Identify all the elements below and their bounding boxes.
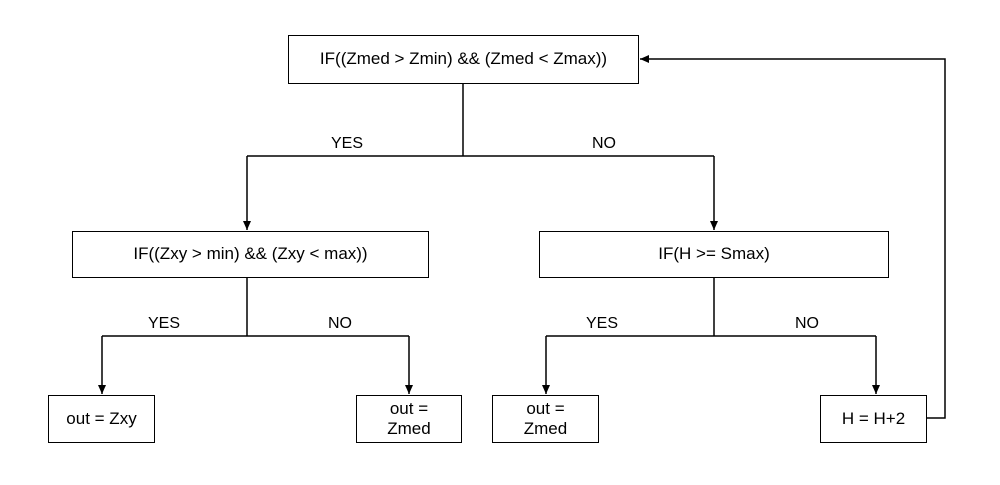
output-zmed-left: out = Zmed <box>356 395 462 443</box>
decision-right-text: IF(H >= Smax) <box>658 244 770 264</box>
output-zmed-right-line2: Zmed <box>523 419 568 438</box>
edge-label-left-no: NO <box>328 315 352 332</box>
output-zmed-right-line1: out = <box>526 398 565 418</box>
decision-root: IF((Zmed > Zmin) && (Zmed < Zmax)) <box>288 35 639 84</box>
output-zmed-right: out = Zmed <box>492 395 599 443</box>
output-zxy-text: out = Zxy <box>66 408 137 428</box>
output-zmed-left-line1: out = <box>389 398 429 418</box>
arrow-loop-back <box>640 55 946 419</box>
decision-root-text: IF((Zmed > Zmin) && (Zmed < Zmax)) <box>319 49 608 69</box>
decision-left-text: IF((Zxy > min) && (Zxy < max)) <box>133 244 368 264</box>
edge-label-root-yes: YES <box>331 135 364 152</box>
edge-label-left-yes: YES <box>148 315 181 332</box>
update-h: H = H+2 <box>820 395 927 443</box>
output-zmed-left-line2: Zmed <box>387 419 431 438</box>
decision-left: IF((Zxy > min) && (Zxy < max)) <box>72 231 429 278</box>
edge-label-right-no: NO <box>795 315 819 332</box>
decision-right: IF(H >= Smax) <box>539 231 889 278</box>
edge-label-right-yes: YES <box>586 315 619 332</box>
edge-label-root-no: NO <box>592 135 616 152</box>
update-h-text: H = H+2 <box>841 408 906 428</box>
output-zxy: out = Zxy <box>48 395 155 443</box>
